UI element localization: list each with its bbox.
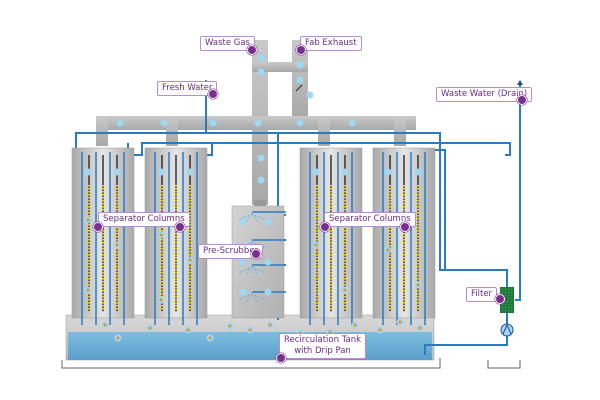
label-waste-gas: Waste Gas [200, 36, 255, 51]
particle [86, 288, 90, 292]
label-dot [208, 89, 218, 99]
particle [103, 323, 107, 327]
damper-icon [295, 84, 303, 92]
particle [416, 283, 420, 287]
pre-scrubber [231, 200, 285, 319]
particle [228, 324, 232, 328]
flow-bubble [239, 258, 247, 266]
filter-cartridge [500, 287, 514, 313]
recirculation-tank [61, 314, 441, 369]
drip-pan [61, 358, 441, 369]
label-separator-columns-right: Separator Columns [324, 212, 416, 227]
flow-bubble [116, 119, 124, 127]
particle [268, 323, 272, 327]
flow-bubble [209, 119, 217, 127]
particle [343, 288, 347, 292]
flow-indicators [84, 54, 424, 342]
tank-label-line2: with Drip Pan [294, 346, 351, 356]
flow-bubble [113, 168, 121, 176]
flow-bubble [157, 168, 165, 176]
particle [386, 248, 390, 252]
particle [378, 328, 382, 332]
label-waste-water: Waste Water (Drain) [436, 87, 533, 102]
label-dot [276, 353, 286, 363]
label-dot [93, 222, 103, 232]
label-pre-scrubber: Pre-Scrubber [198, 244, 264, 259]
flow-bubble [186, 168, 194, 176]
label-separator-columns-left: Separator Columns [98, 212, 190, 227]
label-dot [251, 249, 261, 259]
flow-bubble [306, 91, 314, 99]
flow-bubble [296, 61, 304, 69]
flow-bubble [264, 218, 272, 226]
particle [328, 330, 332, 334]
waste-water-pipe [515, 85, 521, 301]
label-dot [400, 222, 410, 232]
flow-bubble [414, 168, 422, 176]
particle [159, 298, 163, 302]
particle [188, 258, 192, 262]
label-recirculation-tank: Recirculation Tank with Drip Pan [279, 333, 367, 359]
particle [398, 320, 402, 324]
particle [86, 218, 90, 222]
flow-bubble [257, 176, 265, 184]
flow-bubble [384, 168, 392, 176]
flow-bubble [84, 168, 92, 176]
flow-bubble [160, 119, 168, 127]
pump-base [487, 360, 521, 369]
flow-bubble [239, 218, 247, 226]
label-dot [296, 45, 306, 55]
particle [159, 233, 163, 237]
tank-label-line1: Recirculation Tank [284, 335, 362, 345]
flow-bubble [264, 288, 272, 296]
particle [418, 326, 422, 330]
particle [248, 328, 252, 332]
flow-bubble [257, 54, 265, 62]
label-fresh-water: Fresh Water [157, 81, 218, 96]
particle [148, 326, 152, 330]
label-dot [495, 294, 505, 304]
particle [115, 243, 119, 247]
particle [116, 336, 120, 340]
pump-return [424, 310, 508, 355]
label-fab-exhaust: Fab Exhaust [300, 36, 362, 51]
flow-bubble [296, 76, 304, 84]
flow-bubble [312, 168, 320, 176]
particle [208, 336, 212, 340]
label-filter: Filter [466, 287, 498, 302]
label-dot [320, 222, 330, 232]
flow-bubble [348, 119, 356, 127]
flow-bubble [264, 258, 272, 266]
flow-bubble [341, 168, 349, 176]
flow-bubble [257, 68, 265, 76]
particle [353, 323, 357, 327]
flow-bubble [257, 154, 265, 162]
flow-bubble [254, 119, 262, 127]
pump-icon [500, 323, 514, 337]
label-dot [175, 222, 185, 232]
particle [314, 243, 318, 247]
label-dot [517, 95, 527, 105]
particle [186, 328, 190, 332]
drain-arrow-icon [517, 80, 523, 85]
flow-bubble [239, 288, 247, 296]
flow-bubble [296, 119, 304, 127]
label-dot [247, 45, 257, 55]
